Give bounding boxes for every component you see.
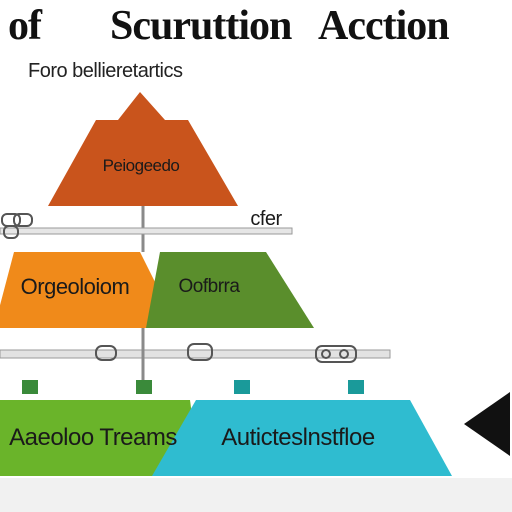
- mid-right-shape: [146, 252, 314, 328]
- chain-link-icon-2: [95, 343, 357, 363]
- title-part-1: of: [8, 3, 42, 49]
- pin-1: [22, 380, 38, 394]
- mid-left-shape: [0, 252, 178, 328]
- bottom-strip: [0, 478, 512, 512]
- connector-bar-2: [0, 349, 391, 359]
- top-node-shape: [48, 92, 238, 206]
- pin-2: [136, 380, 152, 394]
- chain-link-icon: [1, 213, 33, 239]
- bottom-left-shape: [0, 400, 200, 476]
- bottom-right-label: Auticteslnstfloe: [221, 424, 375, 451]
- mid-right-label: Oofbrra: [178, 276, 240, 297]
- arrow-left-icon: [464, 392, 510, 456]
- mid-left-label: Orgeoloiom: [20, 274, 130, 299]
- bottom-left-label: Aaeoloo Treams: [9, 424, 177, 451]
- connector-bar-1: [0, 227, 293, 235]
- pin-4: [348, 380, 364, 394]
- pin-3: [234, 380, 250, 394]
- top-node-label: Peiogeedo: [102, 156, 180, 175]
- bottom-right-shape: [152, 400, 452, 476]
- title-part-2: Scuruttion: [110, 3, 292, 49]
- title-part-3: Acction: [318, 3, 450, 49]
- connector-label-right: cfer: [250, 208, 282, 230]
- diagram-title: of Scuruttion Acction: [0, 0, 512, 52]
- diagram-subtitle: Foro bellieretartics: [28, 60, 183, 82]
